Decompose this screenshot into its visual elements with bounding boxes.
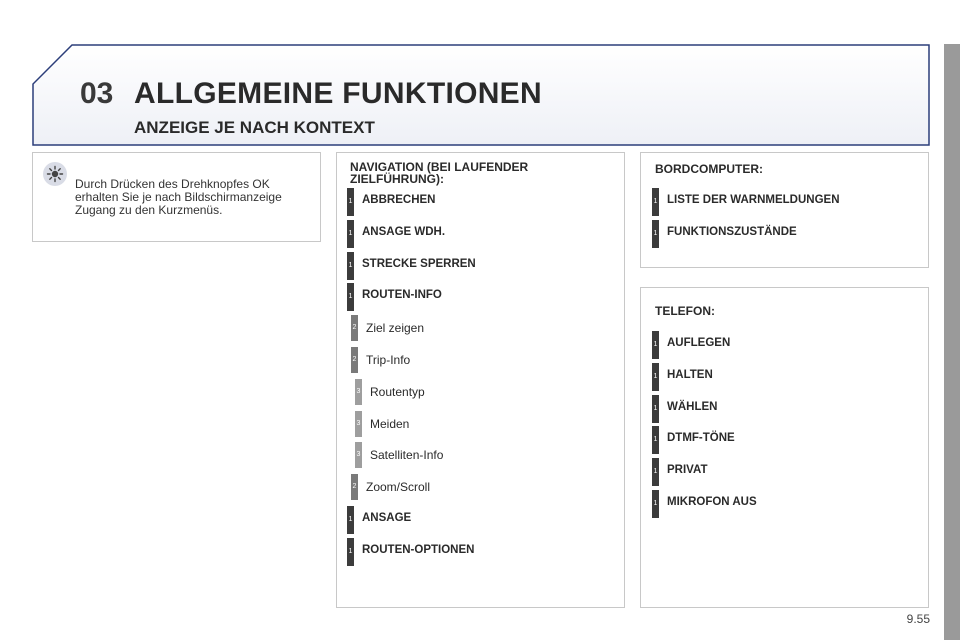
menu-item: Trip-Info (366, 353, 411, 367)
menu-item: ANSAGE (362, 512, 412, 524)
side-tab-bar (944, 44, 960, 640)
menu-item: STRECKE SPERREN (362, 257, 476, 270)
menu-level-marker: 1 (652, 331, 659, 359)
header-band (32, 44, 930, 146)
info-text: Durch Drücken des Drehknopfes OK erhalte… (75, 177, 282, 217)
menu-item: LISTE DER WARNMELDUNGEN (667, 194, 840, 206)
bordcomputer-title: BORDCOMPUTER: (655, 162, 763, 176)
menu-level-marker: 1 (652, 394, 659, 423)
menu-level-marker: 1 (347, 219, 354, 248)
section-subtitle: ANZEIGE JE NACH KONTEXT (134, 118, 375, 137)
menu-level-marker: 1 (652, 188, 659, 216)
chapter-title: ALLGEMEINE FUNKTIONEN (134, 77, 542, 110)
menu-item: ANSAGE WDH. (362, 225, 446, 238)
menu-item: Satelliten-Info (370, 448, 444, 463)
navigation-title: NAVIGATION (BEI LAUFENDER ZIELFÜHRUNG): (350, 160, 529, 186)
menu-level-marker: 1 (347, 506, 354, 534)
menu-item: Ziel zeigen (366, 321, 425, 336)
menu-level-marker: 2 (351, 347, 358, 373)
menu-level-marker: 1 (652, 458, 659, 487)
page-number: 9.55 (906, 612, 930, 626)
menu-level-marker: 1 (347, 251, 354, 280)
info-box (32, 152, 321, 242)
menu-item: Meiden (370, 416, 410, 431)
menu-item: PRIVAT (667, 464, 708, 477)
menu-level-marker: 2 (351, 474, 358, 501)
menu-item: MIKROFON AUS (667, 496, 757, 508)
navigation-box (336, 152, 625, 608)
menu-level-marker: 3 (355, 442, 362, 469)
menu-level-marker: 1 (652, 219, 659, 248)
chapter-number: 03 (80, 77, 114, 110)
bordcomputer-box (640, 152, 929, 268)
menu-item: Routentyp (370, 384, 425, 399)
menu-level-marker: 2 (351, 315, 358, 342)
sun-bulb-icon (42, 161, 68, 187)
menu-level-marker: 1 (652, 490, 659, 518)
menu-level-marker: 1 (652, 362, 659, 391)
menu-level-marker: 3 (355, 410, 362, 437)
menu-item: Zoom/Scroll (366, 480, 431, 495)
menu-item: WÄHLEN (667, 400, 718, 413)
menu-level-marker: 1 (347, 188, 354, 216)
menu-item: FUNKTIONSZUSTÄNDE (667, 225, 797, 238)
telefon-title: TELEFON: (655, 304, 715, 318)
menu-item: ROUTEN-INFO (362, 289, 442, 302)
menu-level-marker: 3 (355, 378, 362, 405)
menu-item: DTMF-TÖNE (667, 432, 735, 445)
menu-level-marker: 1 (347, 283, 354, 312)
menu-level-marker: 1 (347, 537, 354, 566)
menu-level-marker: 1 (652, 426, 659, 455)
menu-item: HALTEN (667, 368, 713, 381)
telefon-box (640, 287, 929, 608)
menu-item: AUFLEGEN (667, 337, 731, 349)
menu-item: ROUTEN-OPTIONEN (362, 543, 475, 556)
menu-item: ABBRECHEN (362, 194, 436, 206)
